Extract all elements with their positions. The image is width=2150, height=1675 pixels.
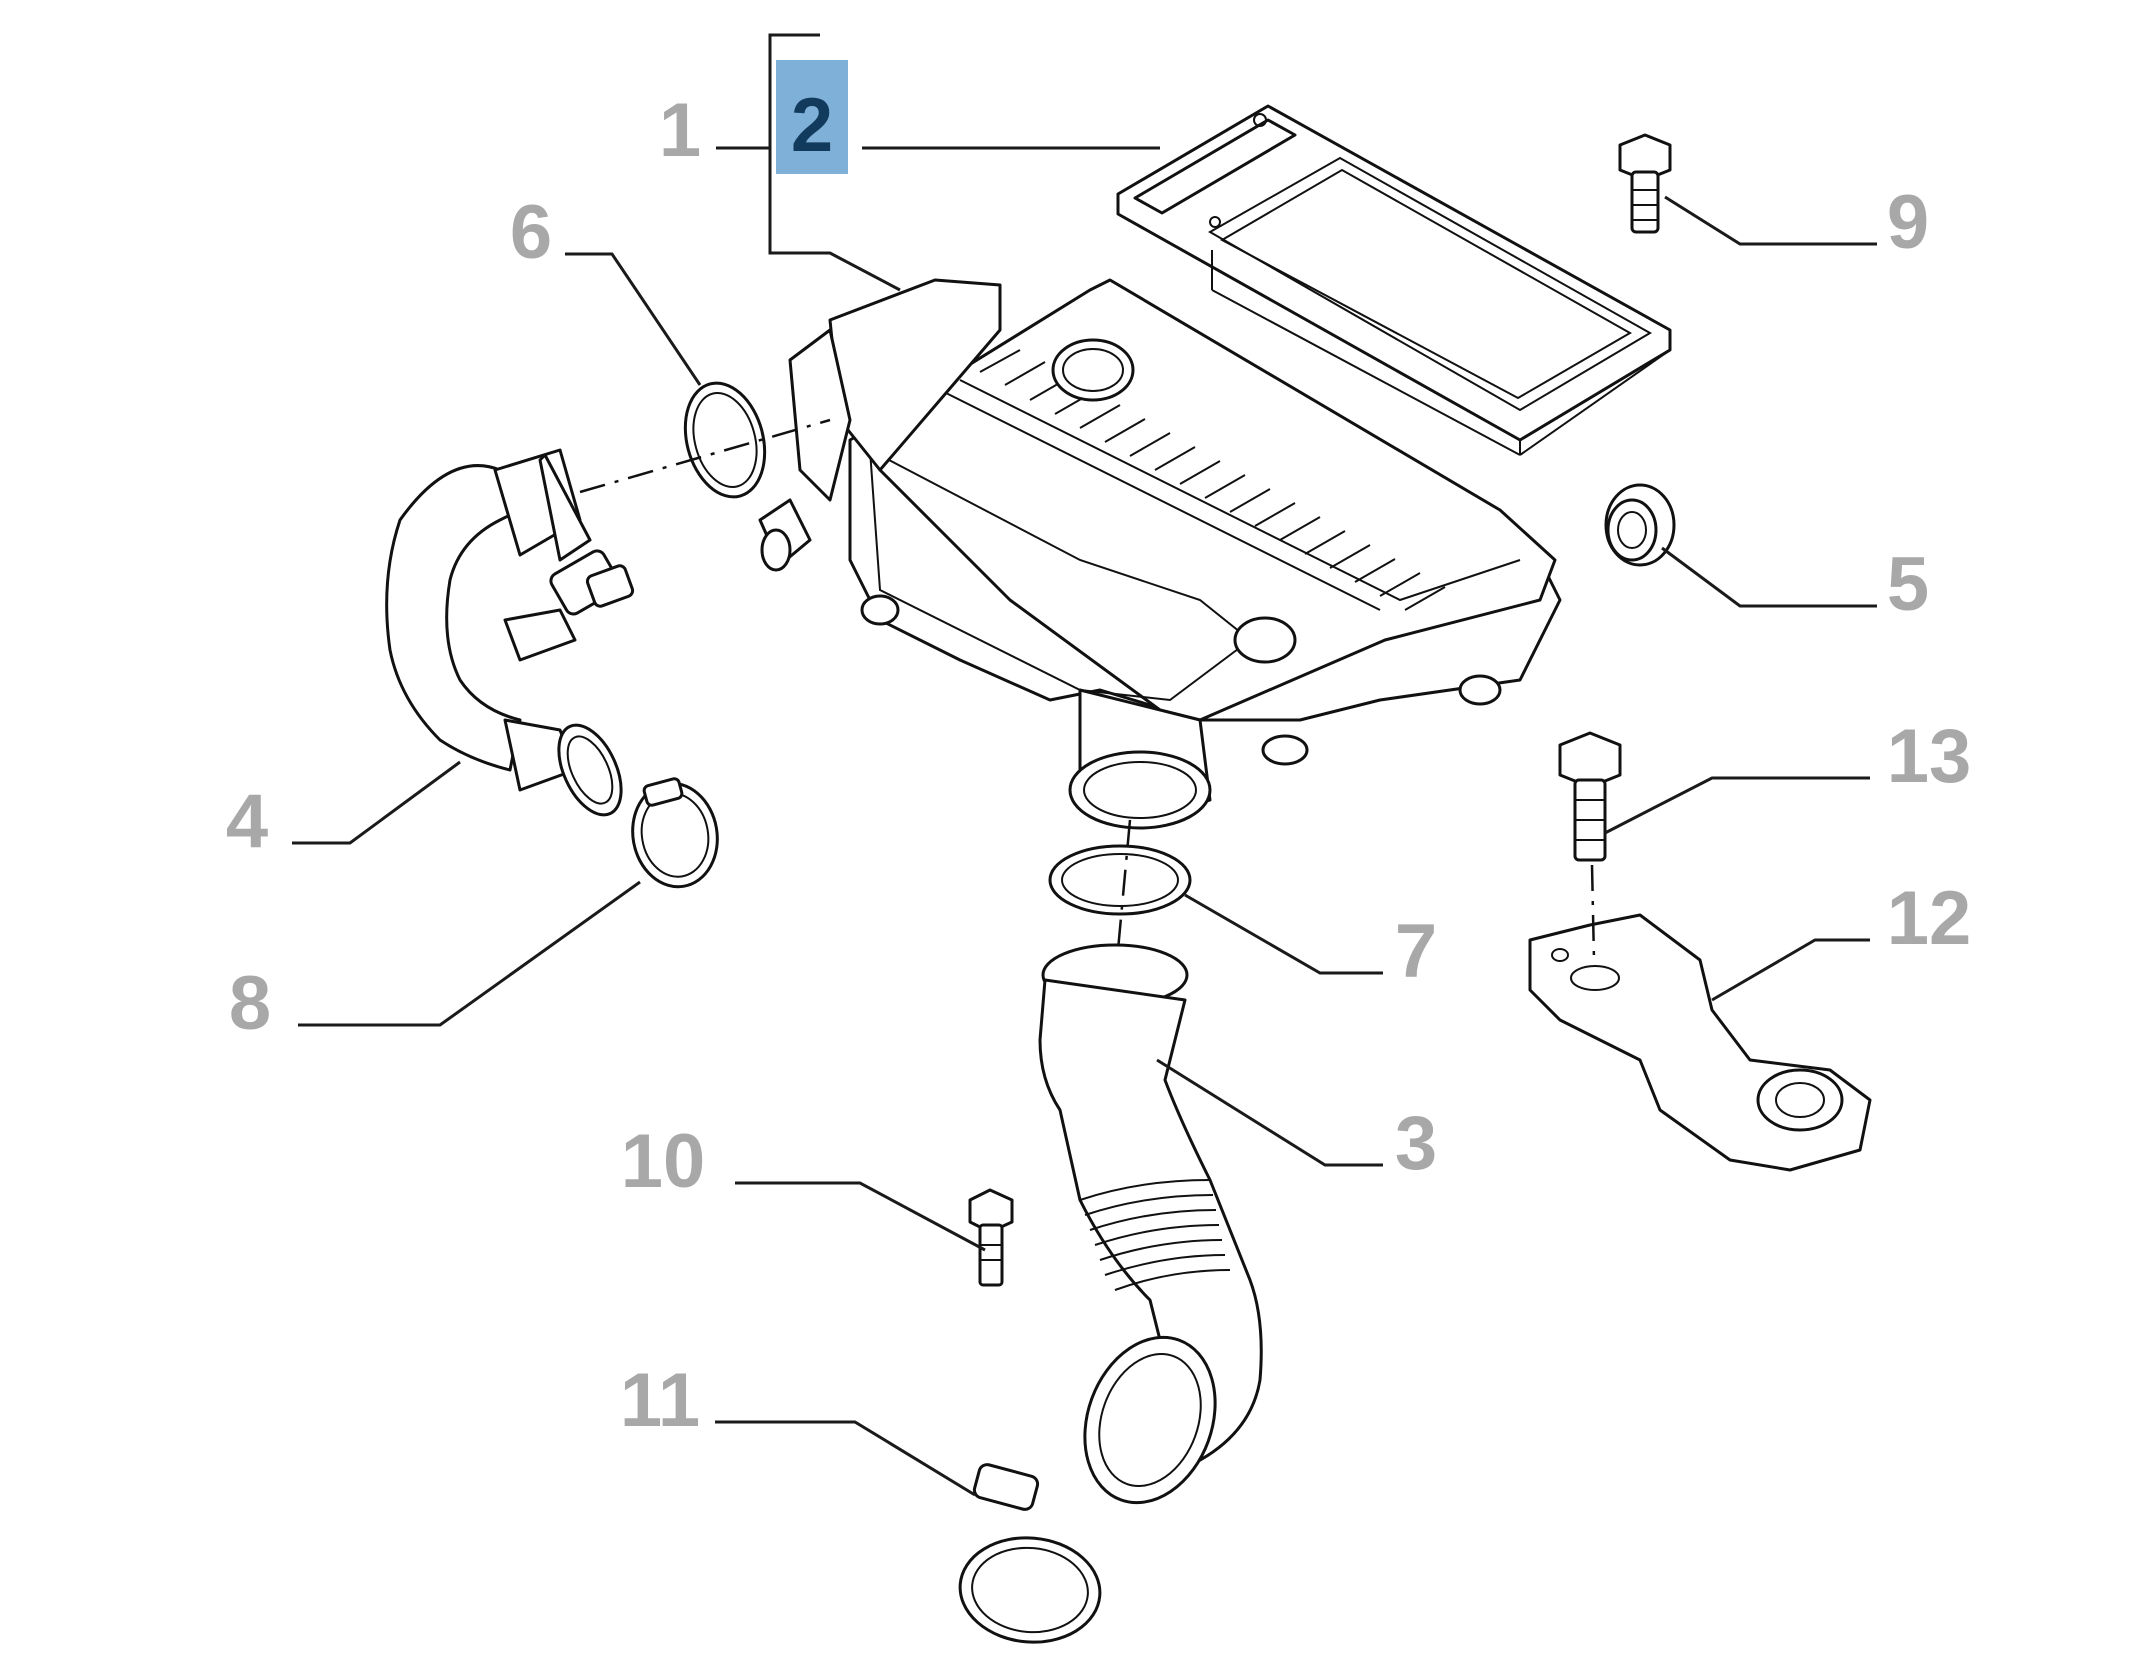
part-6-seal-ring[interactable] bbox=[673, 374, 776, 506]
callout-11[interactable]: 11 bbox=[620, 1358, 700, 1443]
callout-8[interactable]: 8 bbox=[229, 961, 271, 1046]
callout-4[interactable]: 4 bbox=[226, 779, 268, 864]
callout-10[interactable]: 10 bbox=[621, 1119, 706, 1204]
part-7-seal-ring[interactable] bbox=[1048, 844, 1192, 916]
part-1-air-cleaner-housing[interactable] bbox=[758, 278, 1562, 830]
callout-3[interactable]: 3 bbox=[1395, 1101, 1437, 1186]
part-8-hose-clamp[interactable] bbox=[625, 776, 726, 893]
callout-2[interactable]: 2 bbox=[791, 83, 833, 168]
part-5-grommet[interactable] bbox=[1604, 483, 1676, 567]
part-12-bracket[interactable] bbox=[1528, 913, 1872, 1172]
callout-labels: 1 2 6 9 5 4 13 12 7 8 3 10 11 bbox=[226, 60, 1971, 1443]
callout-7[interactable]: 7 bbox=[1395, 909, 1437, 994]
callout-12[interactable]: 12 bbox=[1887, 876, 1972, 961]
part-11-hose-clamp[interactable] bbox=[956, 1463, 1105, 1648]
part-3-corrugated-hose[interactable] bbox=[1038, 943, 1263, 1521]
callout-1[interactable]: 1 bbox=[659, 88, 701, 173]
highlight-box-part-2 bbox=[776, 60, 848, 174]
assembly-center-lines bbox=[579, 418, 1596, 961]
callout-5[interactable]: 5 bbox=[1887, 542, 1929, 627]
callout-6[interactable]: 6 bbox=[510, 190, 552, 275]
part-4-intake-duct[interactable] bbox=[385, 448, 635, 824]
part-13-bolt[interactable] bbox=[1558, 731, 1622, 862]
callout-13[interactable]: 13 bbox=[1887, 714, 1972, 799]
callout-9[interactable]: 9 bbox=[1887, 180, 1929, 265]
leader-lines bbox=[292, 33, 1877, 1497]
part-9-bolt[interactable] bbox=[1618, 133, 1672, 234]
part-2-air-filter-element[interactable] bbox=[1116, 104, 1672, 456]
part-10-bolt[interactable] bbox=[968, 1188, 1014, 1287]
